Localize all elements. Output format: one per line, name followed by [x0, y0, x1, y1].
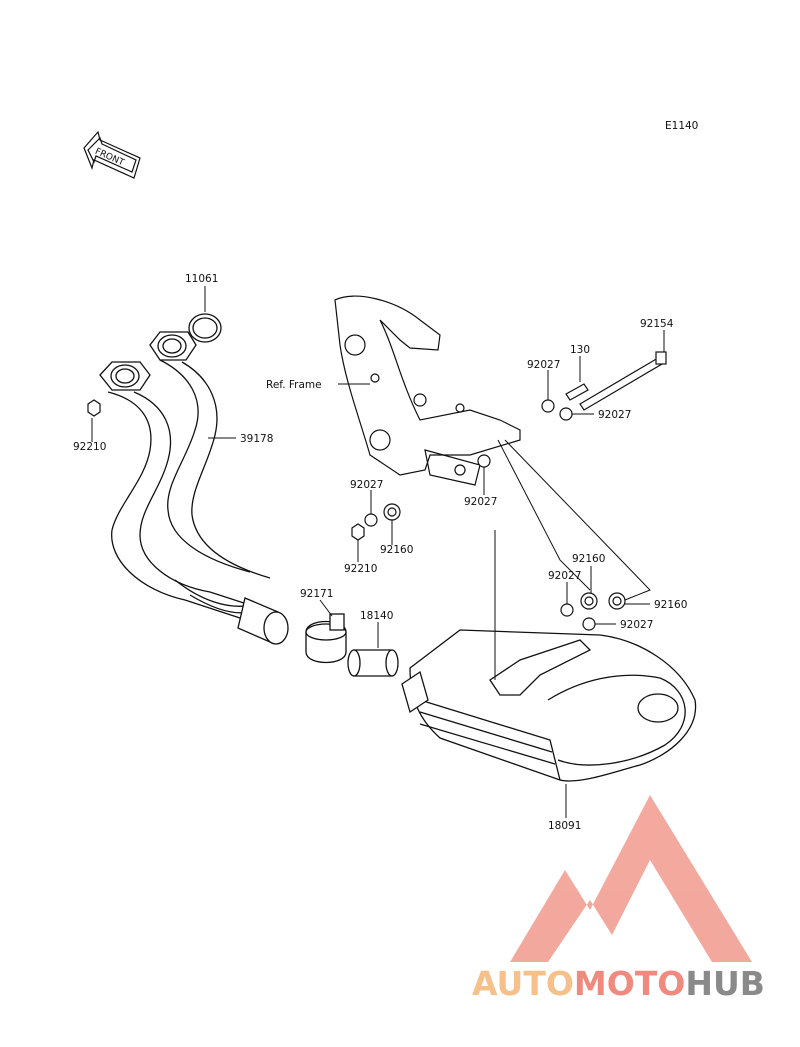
gasket-11061 — [188, 313, 222, 343]
code-label: E1140 — [665, 120, 698, 132]
label-92027-e: 92027 — [548, 570, 581, 582]
label-92210-right: 92210 — [344, 563, 377, 575]
watermark-text: AUTOMOTOHUB — [472, 964, 765, 1003]
watermark-logo — [510, 795, 752, 962]
watermark-auto: AUTO — [472, 964, 574, 1003]
watermark-moto: MOTO — [573, 964, 686, 1003]
label-92160-a: 92160 — [380, 544, 413, 556]
gasket-18140 — [347, 649, 399, 677]
label-39178: 39178 — [240, 433, 273, 445]
label-92027-a: 92027 — [527, 359, 560, 371]
label-92160-b: 92160 — [572, 553, 605, 565]
label-92027-b: 92027 — [598, 409, 631, 421]
label-92171: 92171 — [300, 588, 333, 600]
label-92027-c: 92027 — [350, 479, 383, 491]
frame-reference — [334, 295, 521, 486]
label-130: 130 — [570, 344, 590, 356]
label-18140: 18140 — [360, 610, 393, 622]
label-92210-left: 92210 — [73, 441, 106, 453]
pipe-outlet — [237, 597, 289, 645]
ref-frame-label: Ref. Frame — [266, 379, 322, 391]
label-18091: 18091 — [548, 820, 581, 832]
label-92154: 92154 — [640, 318, 674, 330]
clamp-92171 — [305, 613, 347, 664]
watermark-hub: HUB — [685, 964, 765, 1003]
bolt-130 — [565, 383, 589, 401]
nut-92210-left — [87, 399, 101, 417]
label-92160-c: 92160 — [654, 599, 687, 611]
muffler-18091 — [401, 629, 697, 782]
label-11061: 11061 — [185, 273, 218, 285]
leader-lines — [91, 286, 665, 818]
part-labels: E1140 FRONT Ref. Frame 11061 92210 39178… — [73, 120, 698, 832]
front-arrow-icon — [83, 130, 141, 179]
exhaust-pipe-39178 — [107, 359, 271, 619]
bolt-92154 — [579, 351, 667, 411]
label-92027-d: 92027 — [464, 496, 497, 508]
label-92027-f: 92027 — [620, 619, 653, 631]
pipe-flanges — [99, 331, 197, 391]
